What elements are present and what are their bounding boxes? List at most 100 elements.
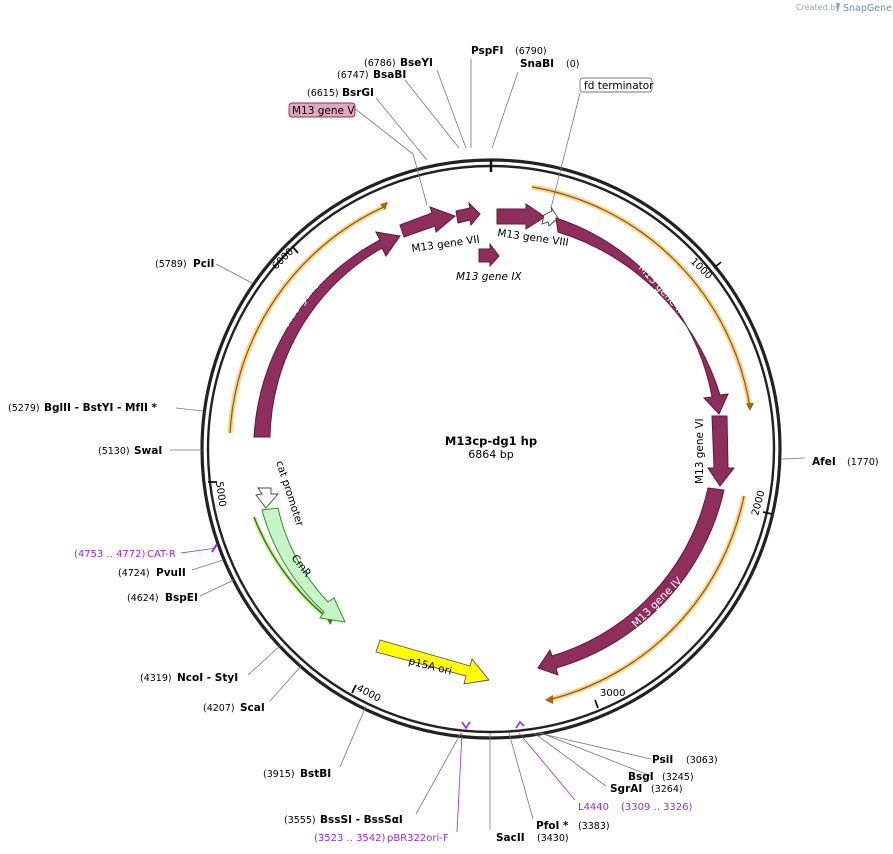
site-swai[interactable]: (5130) SwaI xyxy=(98,445,162,457)
m13-gene-iv-feature[interactable]: M13 gene IV xyxy=(537,487,725,676)
tick-label-5000: 5000 xyxy=(213,481,227,508)
plasmid-name: M13cp-dg1 hp xyxy=(445,434,537,448)
site-pvuii-name: PvuII xyxy=(156,567,186,579)
m13-gene-viii-arrow[interactable] xyxy=(496,203,546,230)
site-pcii-name: PciI xyxy=(193,258,214,270)
site-bglii[interactable]: (5279) BglII - BstYI - MfII * xyxy=(8,402,158,414)
site-pfoi[interactable]: PfoI * (3383) xyxy=(536,820,610,832)
site-pcii[interactable]: (5789) PciI xyxy=(155,258,214,270)
primer-cat-r-name: CAT-R xyxy=(147,549,176,560)
site-bsrgi-name: BsrGI xyxy=(342,87,374,99)
brand-text: SnapGene xyxy=(843,3,892,14)
primer-l4440[interactable]: L4440 (3309 .. 3326) xyxy=(578,802,693,813)
primer-l4440-range: (3309 .. 3326) xyxy=(621,802,693,813)
fd-terminator-label: fd terminator xyxy=(584,80,654,92)
site-bseyi[interactable]: (6786) BseYI xyxy=(364,57,433,69)
site-bsrgi-pos: (6615) xyxy=(307,88,339,99)
site-afei-name: AfeI xyxy=(812,456,836,468)
site-pvuii-pos: (4724) xyxy=(118,568,150,579)
site-bsrgi[interactable]: (6615) BsrGI xyxy=(307,87,374,99)
m13-gene-vii-arrow[interactable] xyxy=(455,201,481,227)
m13-gene-vii-label: M13 gene VII xyxy=(411,234,481,255)
site-swai-name: SwaI xyxy=(134,445,162,457)
site-bseyi-pos: (6786) xyxy=(364,58,396,69)
site-bsgi[interactable]: BsgI (3245) xyxy=(628,771,694,783)
site-sacii[interactable]: SacII (3430) xyxy=(496,832,569,844)
site-bsabi-pos: (6747) xyxy=(337,70,369,81)
site-bspei-pos: (4624) xyxy=(127,593,159,604)
m13-gene-vi-feature[interactable]: M13 gene VI xyxy=(694,415,736,487)
site-scai[interactable]: (4207) ScaI xyxy=(203,702,265,714)
primer-cat-r[interactable]: (4753 .. 4772) CAT-R xyxy=(74,549,176,560)
site-snabi-pos: (0) xyxy=(566,59,579,70)
fd-terminator-callout[interactable]: fd terminator xyxy=(579,77,654,93)
site-ncoi-name: NcoI - StyI xyxy=(177,672,238,684)
site-ncoi[interactable]: (4319) NcoI - StyI xyxy=(140,672,238,684)
m13-gene-iii-label: M13 gene III xyxy=(636,262,688,318)
site-bseyi-name: BseYI xyxy=(400,57,433,69)
site-snabi-name: SnaBI xyxy=(520,58,554,70)
primer-pbr322ori-f[interactable]: (3523 .. 3542) pBR322ori-F xyxy=(314,833,449,844)
leader-lines xyxy=(170,59,806,830)
site-sgrai-pos: (3264) xyxy=(651,784,683,795)
m13-gene-v-label: M13 gene V xyxy=(292,105,355,117)
site-sacii-name: SacII xyxy=(496,832,525,844)
primer-l4440-name: L4440 xyxy=(578,802,609,813)
site-pcii-pos: (5789) xyxy=(155,259,187,270)
m13-gene-v-arrow[interactable] xyxy=(399,206,456,238)
site-snabi[interactable]: SnaBI (0) xyxy=(520,58,579,70)
site-bglii-pos: (5279) xyxy=(8,403,40,414)
m13-gene-v-callout[interactable]: M13 gene V xyxy=(288,102,356,118)
site-sgrai[interactable]: SgrAI (3264) xyxy=(610,783,683,795)
m13-gene-ix-arrow[interactable] xyxy=(478,242,500,268)
site-sgrai-name: SgrAI xyxy=(610,783,642,795)
site-pspfi-pos: (6790) xyxy=(515,46,547,57)
site-scai-pos: (4207) xyxy=(203,703,235,714)
cmr-feature[interactable]: CmR xyxy=(261,507,346,623)
site-psii-pos: (3063) xyxy=(686,755,718,766)
site-bsssi-name: BssSI - BssSαI xyxy=(320,814,403,826)
site-bstbi[interactable]: (3915) BstBI xyxy=(263,768,331,780)
site-ncoi-pos: (4319) xyxy=(140,673,172,684)
site-pvuii[interactable]: (4724) PvuII xyxy=(118,567,186,579)
site-psii-name: PsiI xyxy=(652,754,673,766)
snapgene-logo-icon xyxy=(836,3,840,12)
cat-promoter-arrow[interactable] xyxy=(255,487,279,509)
site-afei[interactable]: AfeI (1770) xyxy=(812,456,879,468)
site-bsabi-name: BsaBI xyxy=(373,69,406,81)
site-sacii-pos: (3430) xyxy=(537,833,569,844)
site-swai-pos: (5130) xyxy=(98,446,130,457)
site-bsabi[interactable]: (6747) BsaBI xyxy=(337,69,406,81)
m13-gene-vi-label: M13 gene VI xyxy=(694,418,706,484)
site-pspfi[interactable]: PspFI (6790) xyxy=(471,45,547,57)
p15a-ori-feature[interactable]: p15A ori xyxy=(375,639,490,685)
site-scai-name: ScaI xyxy=(240,702,265,714)
m13-gene-ix-label: M13 gene IX xyxy=(456,271,522,283)
primer-pbr-name: pBR322ori-F xyxy=(387,833,449,844)
site-bsgi-name: BsgI xyxy=(628,771,654,783)
tick-label-3000: 3000 xyxy=(600,688,625,699)
site-bsgi-pos: (3245) xyxy=(662,772,694,783)
site-bsssi-pos: (3555) xyxy=(284,815,316,826)
plasmid-length: 6864 bp xyxy=(468,448,513,461)
tick-label-6000: 6000 xyxy=(270,246,296,272)
site-afei-pos: (1770) xyxy=(847,457,879,468)
m13-gene-iii-feature[interactable]: M13 gene III xyxy=(555,217,729,415)
site-pfoi-name: PfoI * xyxy=(536,820,569,832)
site-pfoi-pos: (3383) xyxy=(578,821,610,832)
site-psii[interactable]: PsiI (3063) xyxy=(652,754,718,766)
site-pspfi-name: PspFI xyxy=(471,45,503,57)
fd-terminator-arrow[interactable] xyxy=(541,206,559,227)
cds-range-arcs xyxy=(227,184,754,704)
primer-cat-r-range: (4753 .. 4772) xyxy=(74,549,146,560)
site-bspei[interactable]: (4624) BspEI xyxy=(127,592,198,604)
site-bsssi[interactable]: (3555) BssSI - BssSαI xyxy=(284,814,403,826)
tick-label-4000: 4000 xyxy=(355,683,383,705)
primer-leaders xyxy=(180,543,576,833)
site-bstbi-name: BstBI xyxy=(300,768,331,780)
site-bspei-name: BspEI xyxy=(165,592,198,604)
credit-text: Created by xyxy=(796,3,840,12)
site-bglii-name: BglII - BstYI - MfII * xyxy=(44,402,158,414)
primer-pbr-range: (3523 .. 3542) xyxy=(314,833,386,844)
